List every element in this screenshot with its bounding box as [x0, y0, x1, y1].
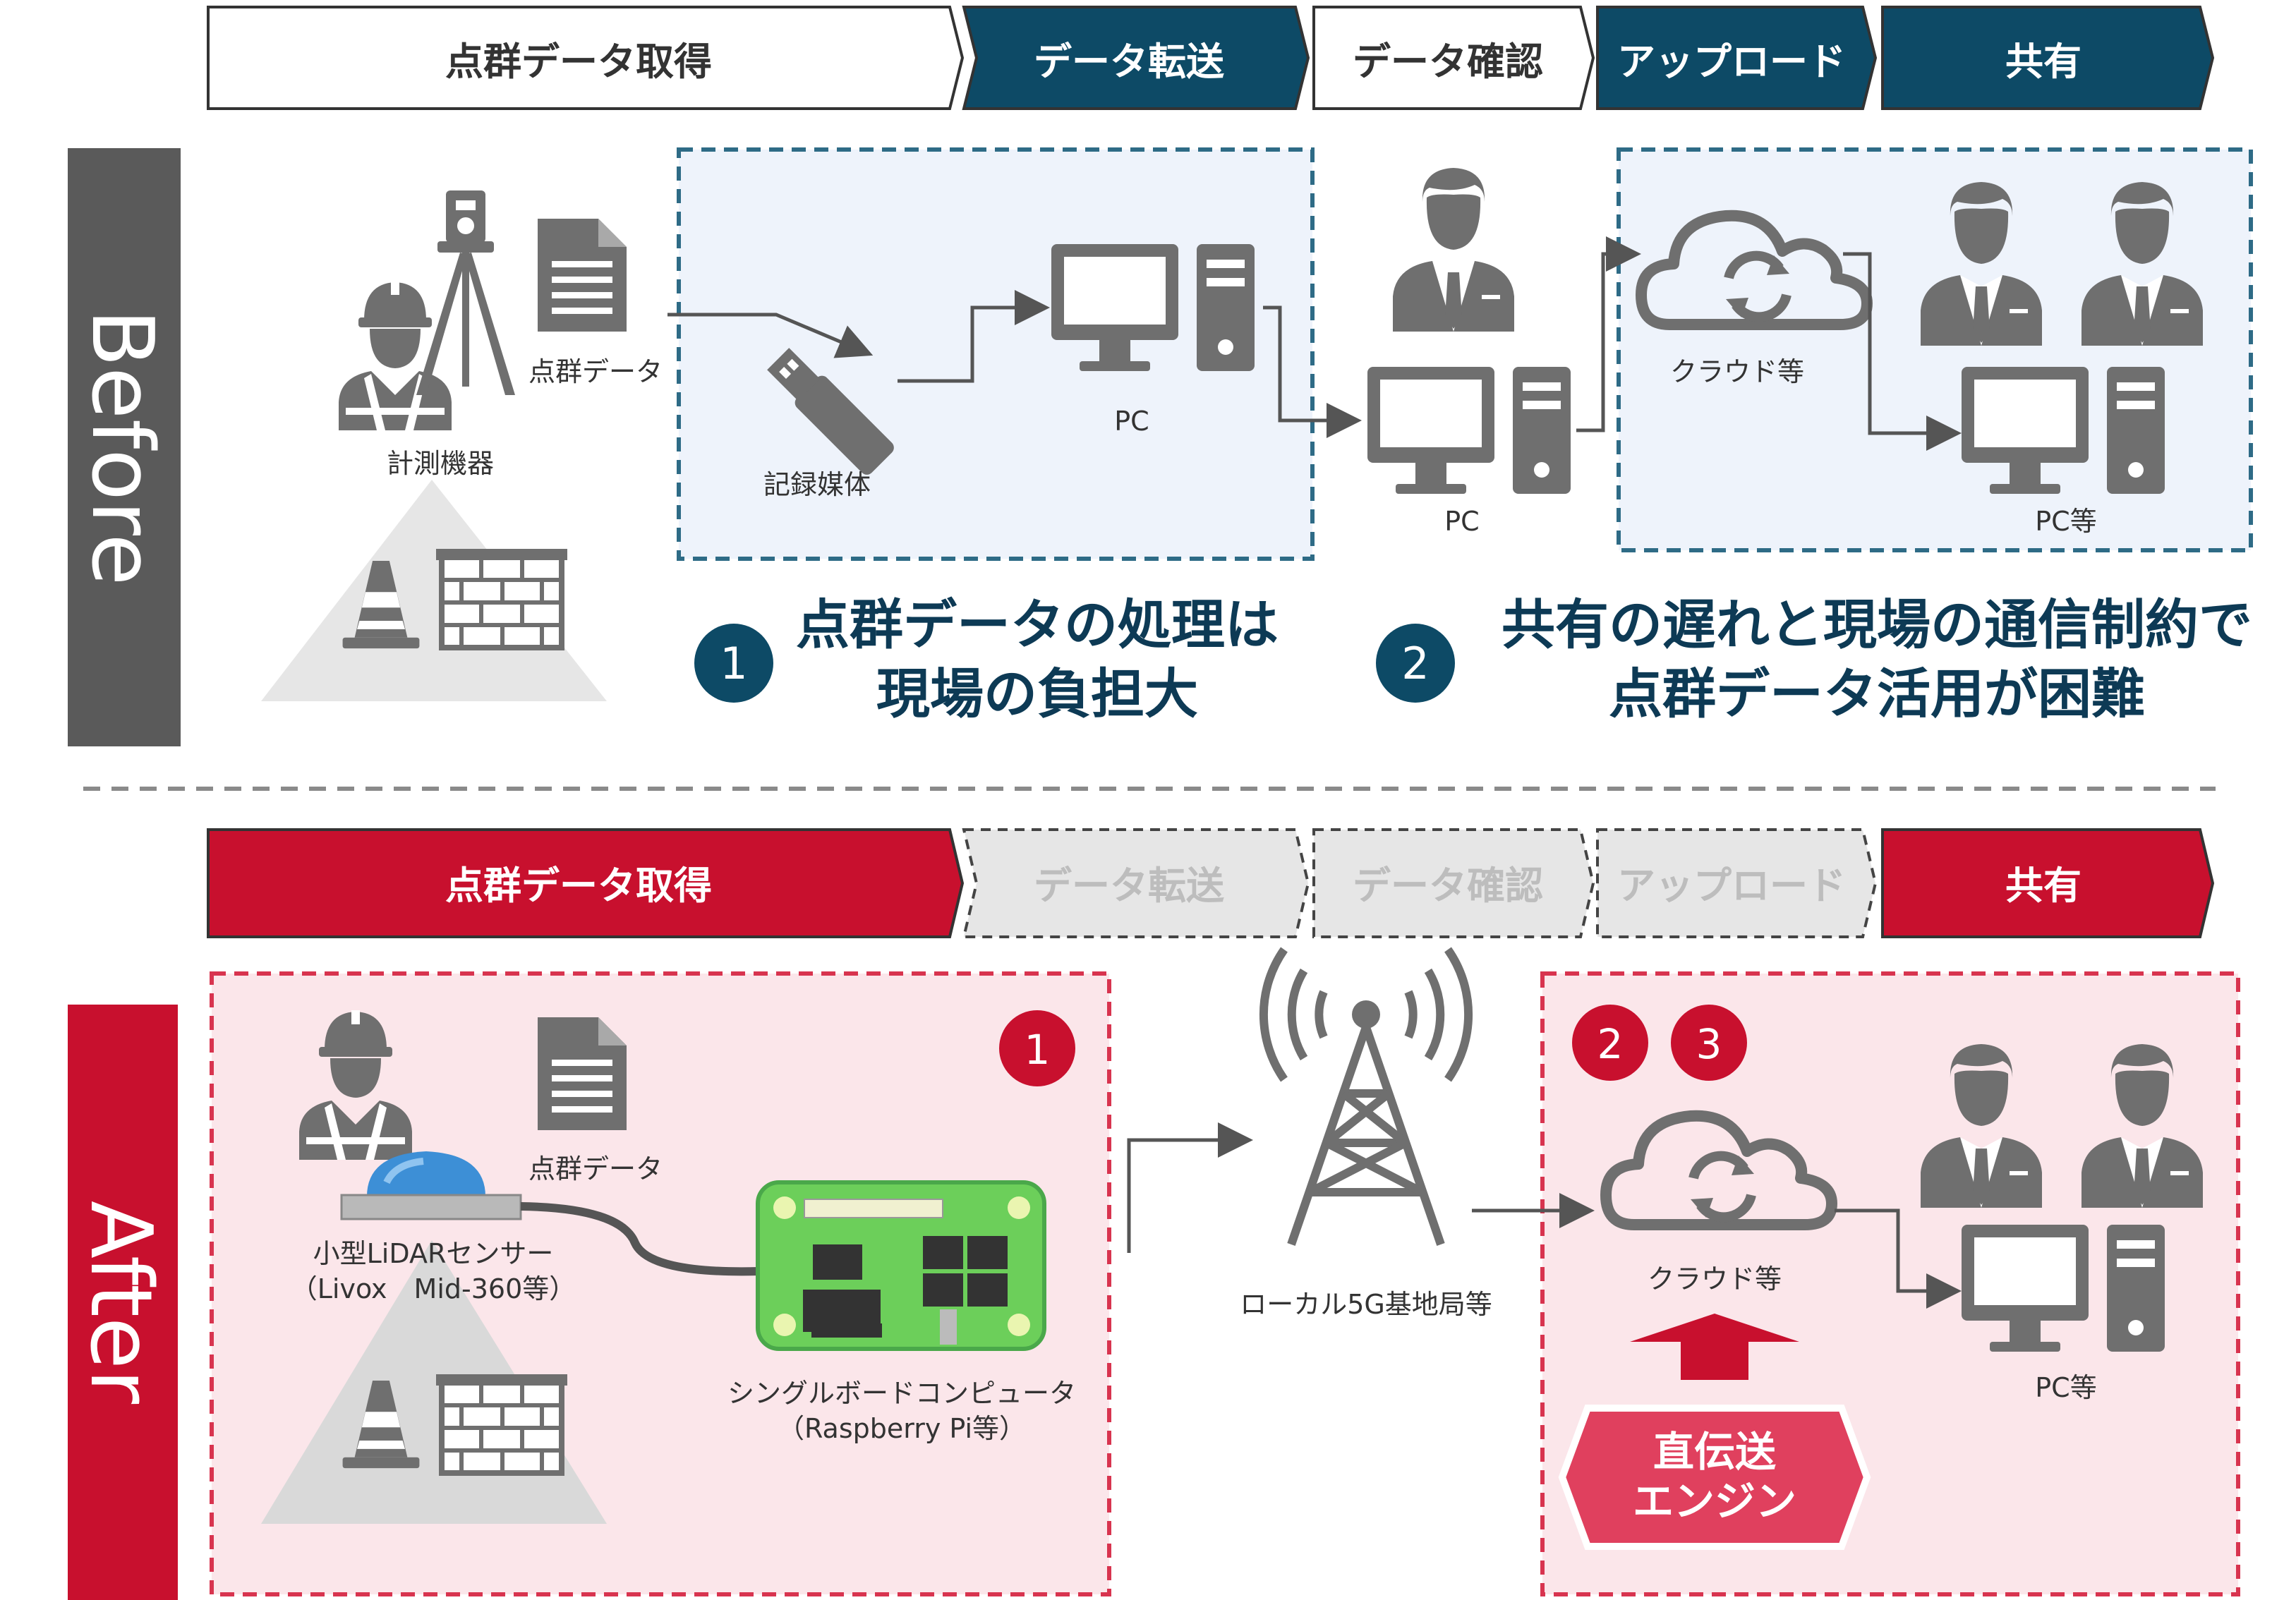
measuring-device-label: 計測機器: [387, 448, 494, 479]
after-step-check: [1312, 828, 1595, 938]
before-step-transfer-label: データ転送: [1034, 40, 1224, 84]
before-side-label: Before: [73, 309, 171, 586]
point-cloud-data-label-after: 点群データ: [528, 1153, 663, 1184]
after-side-bar: [68, 1005, 178, 1600]
after-badge-3-number: 3: [1696, 1020, 1722, 1068]
after-flow-arrows: [1127, 1122, 1962, 1309]
brick-wall-icon: [436, 549, 567, 648]
after-step-transfer-label: データ転送: [1034, 863, 1224, 908]
before-step-acquire-label: 点群データ取得: [445, 40, 712, 84]
sbc-label-line1: シングルボードコンピュータ: [727, 1378, 1076, 1409]
sensor-cable: [520, 1202, 760, 1276]
before-step-share: [1881, 6, 2215, 110]
issue-2-line2: 点群データ活用が困難: [1609, 662, 2145, 725]
point-cloud-data-label: 点群データ: [528, 356, 663, 387]
after-step-bar: 点群データ取得 データ転送 データ確認 アップロード 共有: [207, 828, 2215, 938]
issue-2-badge: [1376, 624, 1455, 703]
before-step-acquire: [207, 6, 965, 110]
after-badge-1-number: 1: [1025, 1026, 1051, 1074]
direct-transfer-engine: [1558, 1405, 1871, 1550]
raspberry-pi-icon: [756, 1180, 1046, 1351]
antenna-tip: [1352, 1000, 1380, 1029]
after-badge-1: [999, 1010, 1075, 1086]
issue-1-line2: 現場の負担大: [876, 662, 1198, 725]
recording-media-label: 記録媒体: [763, 469, 871, 500]
issue-1-number: 1: [720, 638, 747, 689]
antenna-tower-icon: [1259, 947, 1473, 1246]
before-step-upload-label: アップロード: [1617, 40, 1846, 84]
issue-2-number: 2: [1401, 638, 1429, 689]
before-step-share-label: 共有: [2005, 40, 2081, 84]
after-step-upload-label: アップロード: [1617, 863, 1846, 908]
engine-label-line2: エンジン: [1633, 1477, 1796, 1525]
issue-1-line1: 点群データの処理は: [796, 593, 1279, 656]
issue-2-line1: 共有の遅れと現場の通信制約で: [1502, 593, 2252, 656]
issue-1-badge: [694, 624, 773, 703]
pc-etc-label-after: PC等: [2035, 1372, 2096, 1403]
after-badge-3: [1671, 1005, 1747, 1081]
engine-up-arrow: [1630, 1314, 1799, 1380]
usb-icon: [767, 348, 894, 475]
lidar-label-line2: （Livox Mid-360等）: [291, 1273, 576, 1304]
before-step-check-label: データ確認: [1353, 40, 1543, 84]
before-flow-arrows: [667, 236, 1962, 451]
after-step-check-label: データ確認: [1353, 863, 1543, 908]
lidar-sensor-icon: [340, 1151, 522, 1220]
after-step-share-label: 共有: [2005, 863, 2081, 908]
cloud-label: クラウド等: [1670, 356, 1804, 387]
before-step-upload: [1596, 6, 1878, 110]
cloud-label-after: クラウド等: [1648, 1263, 1782, 1295]
pc-label: PC: [1114, 406, 1149, 437]
after-step-acquire-label: 点群データ取得: [445, 863, 712, 908]
after-step-transfer: [962, 828, 1310, 938]
after-step-upload: [1596, 828, 1878, 938]
pc-field-label: PC: [1444, 506, 1479, 537]
engine-label-line1: 直伝送: [1653, 1428, 1776, 1476]
sbc-label-line2: （Raspberry Pi等）: [778, 1413, 1026, 1444]
after-badge-2-number: 2: [1597, 1020, 1624, 1068]
before-side-bar: [68, 148, 181, 746]
businessman-icon: [1393, 168, 1514, 332]
before-step-check: [1312, 6, 1595, 110]
after-badge-2: [1572, 1005, 1648, 1081]
document-icon: [538, 1017, 627, 1130]
after-step-acquire: [207, 828, 965, 938]
base-station-label: ローカル5G基地局等: [1240, 1289, 1492, 1320]
after-side-label: After: [71, 1201, 169, 1405]
pc-etc-label: PC等: [2035, 506, 2096, 537]
brick-wall-icon: [436, 1374, 567, 1473]
document-icon: [538, 219, 627, 332]
pc-icon-field: [1367, 367, 1571, 494]
after-step-share: [1881, 828, 2215, 938]
before-step-bar: 点群データ取得 データ転送 データ確認 アップロード 共有: [207, 6, 2215, 110]
before-step-transfer: [962, 6, 1310, 110]
tripod-icon: [416, 190, 515, 395]
lidar-label-line1: 小型LiDARセンサー: [313, 1238, 554, 1269]
